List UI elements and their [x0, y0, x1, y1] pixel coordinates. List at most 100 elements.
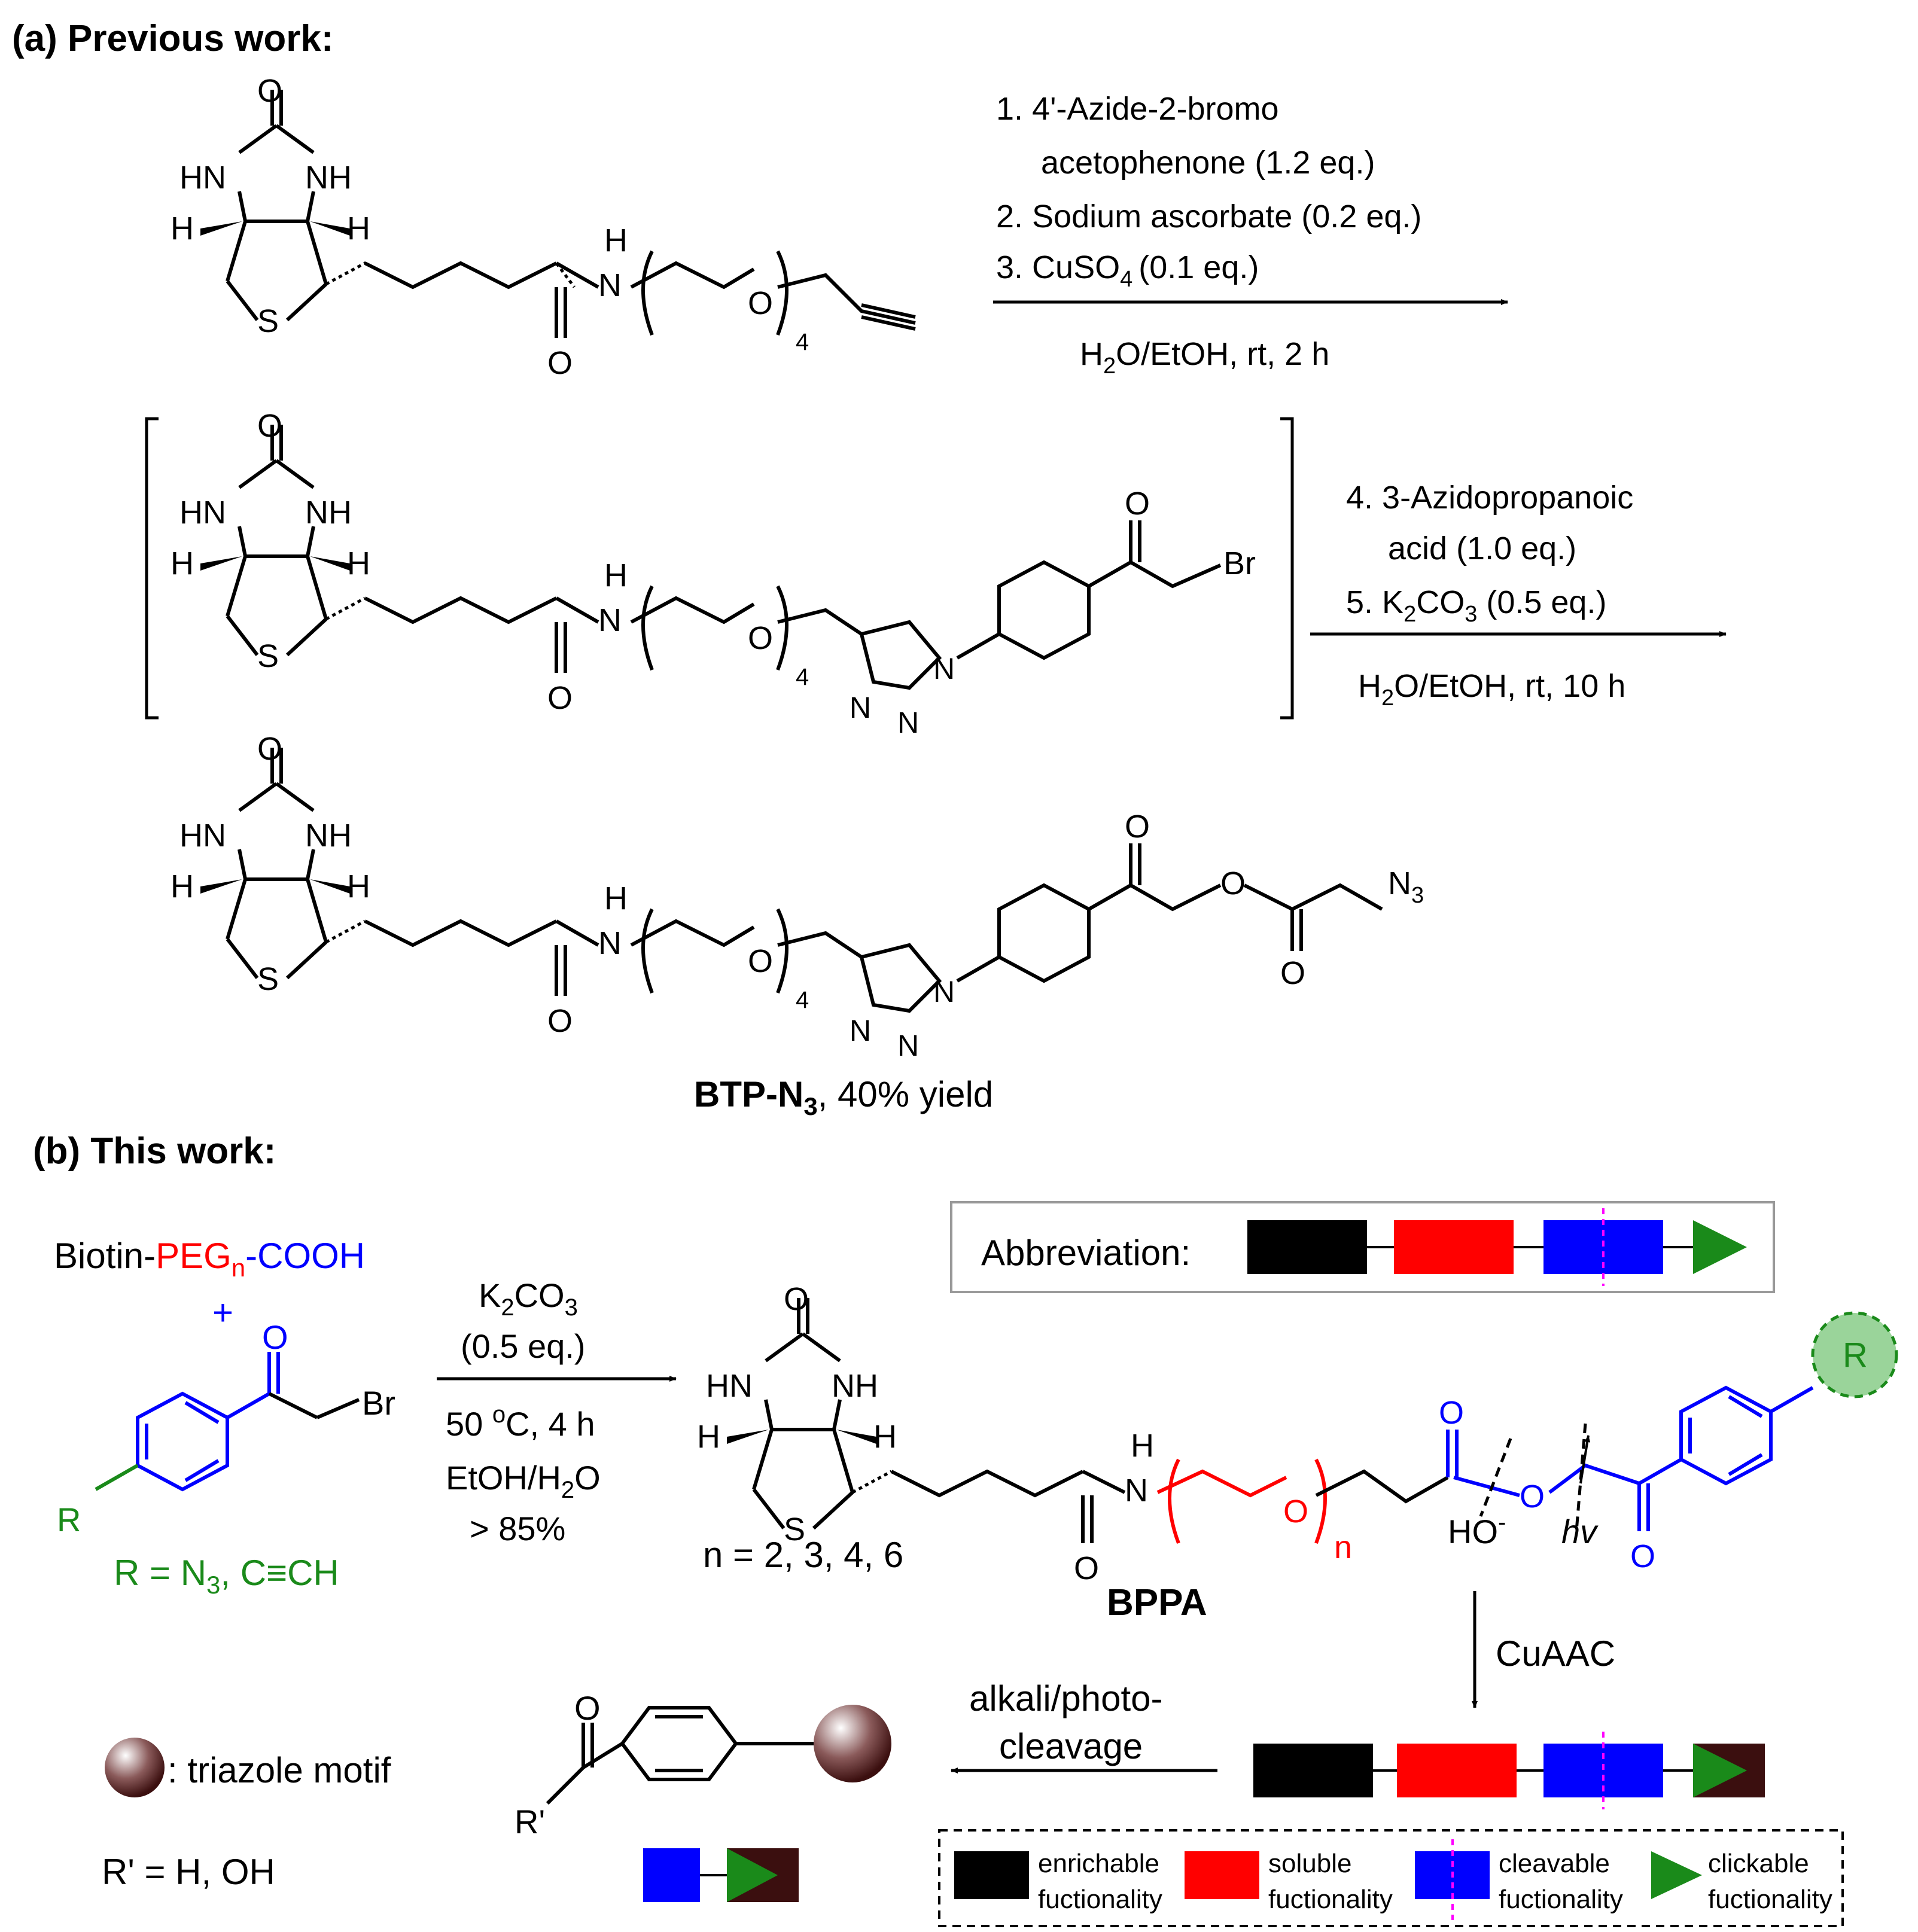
cond-b-time: C, 4 h — [506, 1405, 595, 1443]
prod-nh: NH — [305, 818, 352, 854]
cond-1b: acetophenone (1.2 eq.) — [1041, 145, 1375, 181]
prod-triazole-n3: N — [933, 975, 955, 1008]
bppa-ketone-o: O — [1630, 1538, 1655, 1574]
plus-sign: + — [212, 1293, 233, 1333]
cond-b-k2co3: K2CO3 — [479, 1276, 578, 1321]
int-br: Br — [1223, 546, 1256, 581]
cond-b-co: CO — [514, 1276, 565, 1314]
prod-azide-n: N — [1388, 866, 1411, 901]
cond-3-sub: 4 — [1120, 267, 1132, 292]
cleaved-fragment-structure — [546, 1706, 814, 1805]
prod-hn: HN — [179, 818, 226, 854]
bppa-name: BPPA — [1107, 1582, 1207, 1623]
reactant-2-r: R — [57, 1501, 81, 1538]
cond-5: 5. K2CO3 (0.5 eq.) — [1346, 584, 1606, 627]
solvent-2-sub: 2 — [1381, 685, 1394, 711]
bromoacetophenone-structure — [95, 1352, 360, 1492]
cuaac-label: CuAAC — [1496, 1634, 1615, 1674]
prod-peg-o: O — [748, 943, 773, 979]
int-sulfur: S — [257, 638, 279, 674]
cond-b-sub3: 3 — [565, 1294, 578, 1321]
cleaved-blocks — [643, 1848, 799, 1902]
legend-cleavable-1: cleavable — [1499, 1849, 1610, 1878]
ho-minus: HO- — [1448, 1509, 1506, 1550]
cond-3: 3. CuSO4(0.1 eq.) — [996, 249, 1259, 292]
bppa-amide-h: H — [1131, 1428, 1154, 1464]
bppa-peg-n: n — [1334, 1529, 1352, 1565]
bppa-ester-carbonyl-o: O — [1439, 1395, 1464, 1431]
cond-3-eq: (0.1 eq.) — [1138, 249, 1259, 285]
r-prime-definition: R' = H, OH — [102, 1852, 275, 1892]
prod-peg-count: 4 — [796, 987, 809, 1013]
int-amide-h: H — [604, 557, 628, 593]
legend-soluble-1: soluble — [1268, 1849, 1351, 1878]
cleavage-label-1: alkali/photo- — [969, 1678, 1163, 1718]
cond-b-sub2: 2 — [501, 1294, 514, 1321]
int-h-right: H — [347, 546, 370, 581]
prod-ester-carbonyl-o: O — [1280, 955, 1305, 991]
solvent-2: H2O/EtOH, rt, 10 h — [1358, 668, 1625, 711]
cond-b-50: 50 — [446, 1405, 492, 1443]
solvent-1-sub: 2 — [1103, 354, 1116, 379]
btp-n3-structure: O HN NH H H S O N H O 4 N N N O O — [171, 731, 1424, 1062]
prod-amide-o: O — [547, 1003, 573, 1039]
cond-5-sub2: 2 — [1404, 602, 1416, 627]
prod-ketone-o: O — [1125, 809, 1150, 845]
peg-o: O — [748, 285, 773, 321]
nh-label: NH — [305, 160, 352, 196]
bppa-ester-o: O — [1520, 1479, 1545, 1514]
int-carbonyl-o: O — [257, 408, 282, 444]
hn-label: HN — [179, 160, 226, 196]
amide-o: O — [547, 345, 573, 381]
fragment-o: O — [574, 1689, 601, 1727]
bppa-nh: NH — [832, 1368, 878, 1404]
cond-2: 2. Sodium ascorbate (0.2 eq.) — [996, 199, 1421, 234]
reactant-1: Biotin-PEGn-COOH — [54, 1236, 365, 1282]
int-amide-o: O — [547, 680, 573, 716]
prod-carbonyl-o: O — [257, 731, 282, 767]
cond-b-sub-h2: 2 — [561, 1477, 574, 1503]
prod-triazole-n2: N — [897, 1029, 919, 1062]
cond-b-yield: > 85% — [470, 1510, 565, 1547]
cond-1a: 1. 4'-Azide-2-bromo — [996, 91, 1279, 127]
reactant-1-biotin: Biotin- — [54, 1236, 156, 1276]
reactant-1-cooh: -COOH — [245, 1236, 365, 1276]
int-nh: NH — [305, 495, 352, 531]
int-triazole-n2: N — [897, 706, 919, 739]
part-b-conditions: K2CO3 (0.5 eq.) 50 oC, 4 h EtOH/H2O > 85… — [437, 1276, 677, 1547]
int-peg-count: 4 — [796, 664, 809, 690]
cond-3-text: 3. CuSO — [996, 249, 1120, 285]
peg-count: 4 — [796, 329, 809, 355]
bppa-amide-o: O — [1074, 1550, 1099, 1586]
legend-clickable-2: fuctionality — [1708, 1885, 1832, 1914]
hv-label: hv — [1561, 1513, 1599, 1550]
bppa-r-label: R — [1843, 1336, 1868, 1375]
cond-5-sub3: 3 — [1465, 602, 1477, 627]
cond-b-eq: (0.5 eq.) — [461, 1327, 586, 1365]
int-h-left: H — [171, 546, 194, 581]
r-def-n: R = N — [114, 1553, 206, 1593]
cond-b-solvent: EtOH/H2O — [446, 1459, 601, 1503]
legend-cleavable-2: fuctionality — [1499, 1885, 1623, 1914]
cleavage-label-2: cleavage — [999, 1726, 1143, 1766]
functionality-legend: enrichable fuctionality soluble fuctiona… — [938, 1829, 1844, 1927]
int-ketone-o: O — [1125, 486, 1150, 522]
step-2-conditions: 4. 3-Azidopropanoic acid (1.0 eq.) 5. K2… — [1310, 480, 1727, 711]
intermediate-structure: O HN NH H H S O N H O 4 N N N O Br — [145, 408, 1294, 739]
reactant-2-br: Br — [362, 1384, 395, 1422]
prod-ester-o: O — [1220, 866, 1246, 901]
cond-5-k: 5. K — [1346, 584, 1404, 620]
bppa-h-right: H — [873, 1419, 897, 1455]
ho-text: HO — [1448, 1513, 1498, 1550]
cond-b-deg: o — [492, 1401, 506, 1428]
reactant-1-n: n — [232, 1254, 245, 1282]
cond-4a: 4. 3-Azidopropanoic — [1346, 480, 1633, 516]
triazole-motif-label: : triazole motif — [168, 1750, 391, 1790]
bppa-peg-o: O — [1283, 1494, 1308, 1529]
solvent-2-rest: O/EtOH, rt, 10 h — [1394, 668, 1625, 704]
prod-amide-h: H — [604, 880, 628, 916]
int-hn: HN — [179, 495, 226, 531]
prod-amide-n: N — [598, 925, 622, 961]
product-name-main: BTP-N — [694, 1074, 803, 1114]
